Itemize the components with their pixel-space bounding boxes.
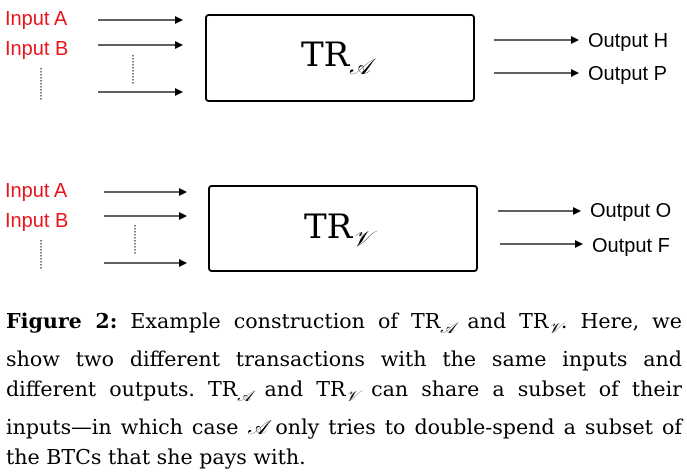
caption-text: . Here, we show two different transactio… (6, 309, 682, 402)
transaction-tr-v: Input A Input B TR𝒱 Output O Output F (5, 180, 671, 272)
caption-text: can share a subset of their inputs—in wh… (6, 377, 683, 439)
input-a-label: Input A (5, 8, 68, 30)
transaction-diagram: Input A Input B TR𝒜 Output H Output P In… (5, 8, 671, 272)
subscript-a: 𝒜 (440, 319, 455, 338)
output-h-label: Output H (588, 30, 668, 52)
caption-text: Example construction of TR (117, 309, 441, 333)
subscript-v: 𝒱 (345, 387, 359, 406)
input-b-label: Input B (5, 38, 68, 60)
transaction-box (208, 185, 478, 272)
output-p-label: Output P (588, 63, 667, 85)
figure-caption: Figure 2: Example construction of TR𝒜 an… (6, 306, 682, 473)
caption-text: and TR (454, 309, 549, 333)
output-f-label: Output F (592, 235, 670, 257)
actor-symbol: 𝒜 (247, 414, 267, 439)
caption-text: and TR (251, 377, 346, 402)
subscript-a: 𝒜 (237, 387, 252, 406)
output-o-label: Output O (590, 200, 671, 222)
input-a-label: Input A (5, 180, 68, 202)
input-b-label: Input B (5, 210, 68, 232)
caption-text: only tries to double-spend a subset of t… (6, 414, 682, 470)
subscript-v: 𝒱 (548, 319, 561, 338)
transaction-box (205, 14, 475, 102)
transaction-title: TR𝒱 (304, 207, 377, 252)
transaction-tr-a: Input A Input B TR𝒜 Output H Output P (5, 8, 668, 102)
figure-number: Figure 2: (6, 309, 118, 333)
